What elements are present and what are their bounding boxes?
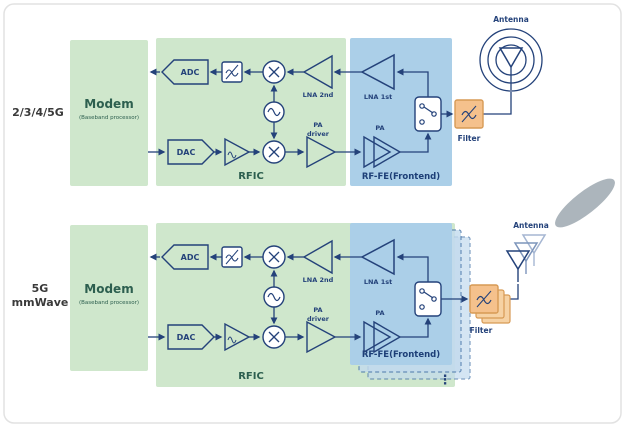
pa-label: PA (375, 124, 384, 132)
antenna-switch-icon (414, 281, 442, 317)
modem-sublabel: (Baseband processor) (79, 300, 139, 306)
signal-connectors (148, 253, 519, 341)
filter-box (469, 284, 499, 314)
rffe-box (350, 223, 452, 365)
rx-mixer-icon (262, 245, 286, 269)
antenna-label: Antenna (513, 221, 549, 230)
rffe-label: RF-FE(Frontend) (362, 172, 440, 182)
filter-label: Filter (470, 326, 493, 335)
rfic-label: RFIC (238, 371, 264, 382)
dac-label: DAC (177, 148, 196, 157)
pa-driver-label-line1: PA (313, 306, 322, 314)
antenna-switch-icon (414, 96, 442, 132)
pa-driver-label-line2: driver (307, 315, 330, 323)
lna-2nd-label: LNA 2nd (303, 91, 334, 99)
rx-mixer-icon (262, 60, 286, 84)
lna-2nd-label: LNA 2nd (303, 276, 334, 284)
section-mmwave: 5G mmWave Modem (Baseband processor) RFI… (12, 178, 615, 388)
beam-ellipse (555, 178, 615, 228)
rfic-label: RFIC (238, 171, 264, 182)
modem-box (70, 225, 148, 371)
filter-symbol-icon (221, 246, 243, 268)
oscillator-icon (263, 101, 285, 123)
section-side-label-line1: 5G (32, 282, 49, 295)
tx-mixer-icon (262, 325, 286, 349)
adc-label: ADC (181, 253, 200, 262)
modem-box (70, 40, 148, 186)
modem-sublabel: (Baseband processor) (79, 115, 139, 121)
signal-connectors (148, 68, 512, 156)
rffe-box (350, 38, 452, 186)
pa-label: PA (375, 309, 384, 317)
lna-1st-label: LNA 1st (364, 93, 392, 101)
filter-label: Filter (458, 134, 481, 143)
pa-driver-label-line1: PA (313, 121, 322, 129)
modem-label: Modem (84, 97, 133, 111)
tx-mixer-icon (262, 140, 286, 164)
modem-label: Modem (84, 282, 133, 296)
section-side-label-line2: mmWave (12, 296, 69, 309)
dac-label: DAC (177, 333, 196, 342)
more-chains-ellipsis: ⋮ (439, 373, 452, 388)
section-cellular: 2/3/4/5G Modem (Baseband processor) RFIC… (12, 15, 543, 186)
rffe-label: RF-FE(Frontend) (362, 350, 440, 360)
pa-driver-label-line2: driver (307, 130, 330, 138)
adc-label: ADC (181, 68, 200, 77)
filter-symbol-icon (221, 61, 243, 83)
section-side-label: 2/3/4/5G (12, 106, 64, 119)
lna-1st-label: LNA 1st (364, 278, 392, 286)
antenna-label: Antenna (493, 15, 529, 24)
oscillator-icon (263, 286, 285, 308)
filter-box (454, 99, 484, 129)
